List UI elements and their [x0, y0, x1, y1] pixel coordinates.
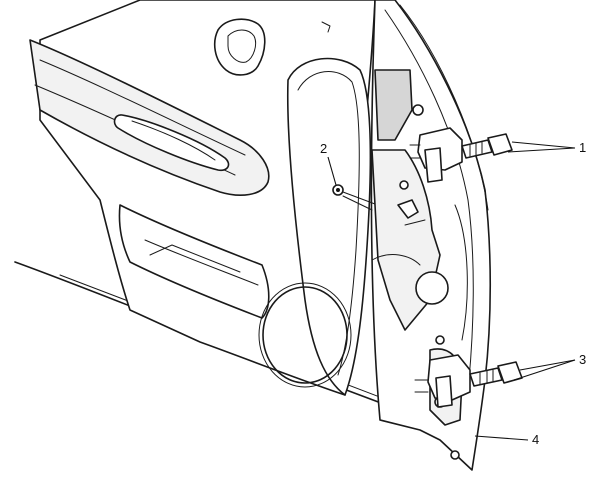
door-fastener [332, 184, 376, 211]
callout-1: 1 [579, 140, 586, 155]
speaker-grille [258, 282, 352, 388]
callout-3: 3 [579, 352, 586, 367]
callout-4: 4 [532, 432, 539, 447]
lower-hinge-bolts [469, 361, 523, 387]
callout-2: 2 [320, 141, 327, 156]
inner-panel-oval [286, 57, 372, 396]
callout-labels: 1 2 3 4 [320, 140, 586, 447]
hinge-pillar [370, 0, 492, 471]
upper-hinge [397, 127, 463, 226]
upper-hinge-bolts [461, 133, 513, 159]
leader-lines [327, 141, 576, 441]
lower-hinge [414, 354, 471, 408]
